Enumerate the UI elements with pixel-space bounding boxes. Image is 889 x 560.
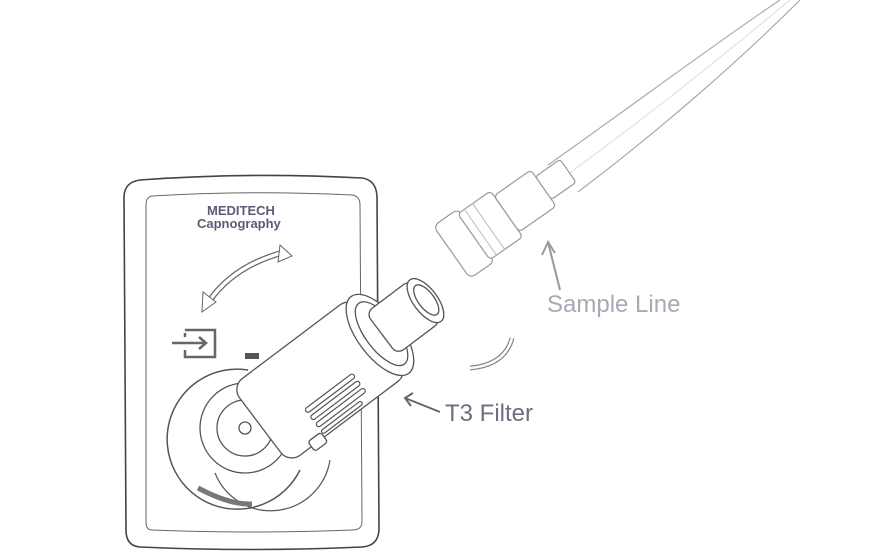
t3-filter bbox=[236, 277, 445, 459]
capnography-device bbox=[123, 174, 380, 551]
sample-line-connector bbox=[435, 159, 576, 277]
inlet-icon bbox=[172, 328, 217, 359]
device-subtitle: Capnography bbox=[197, 216, 281, 231]
sample-line-label: Sample Line bbox=[547, 291, 681, 318]
sample-line-tube bbox=[547, 0, 801, 193]
t3-filter-pointer-arrow bbox=[403, 392, 441, 413]
device-brand: MEDITECH bbox=[207, 203, 275, 218]
sample-line-pointer-arrow bbox=[541, 239, 561, 291]
t3-filter-label: T3 Filter bbox=[445, 400, 534, 427]
